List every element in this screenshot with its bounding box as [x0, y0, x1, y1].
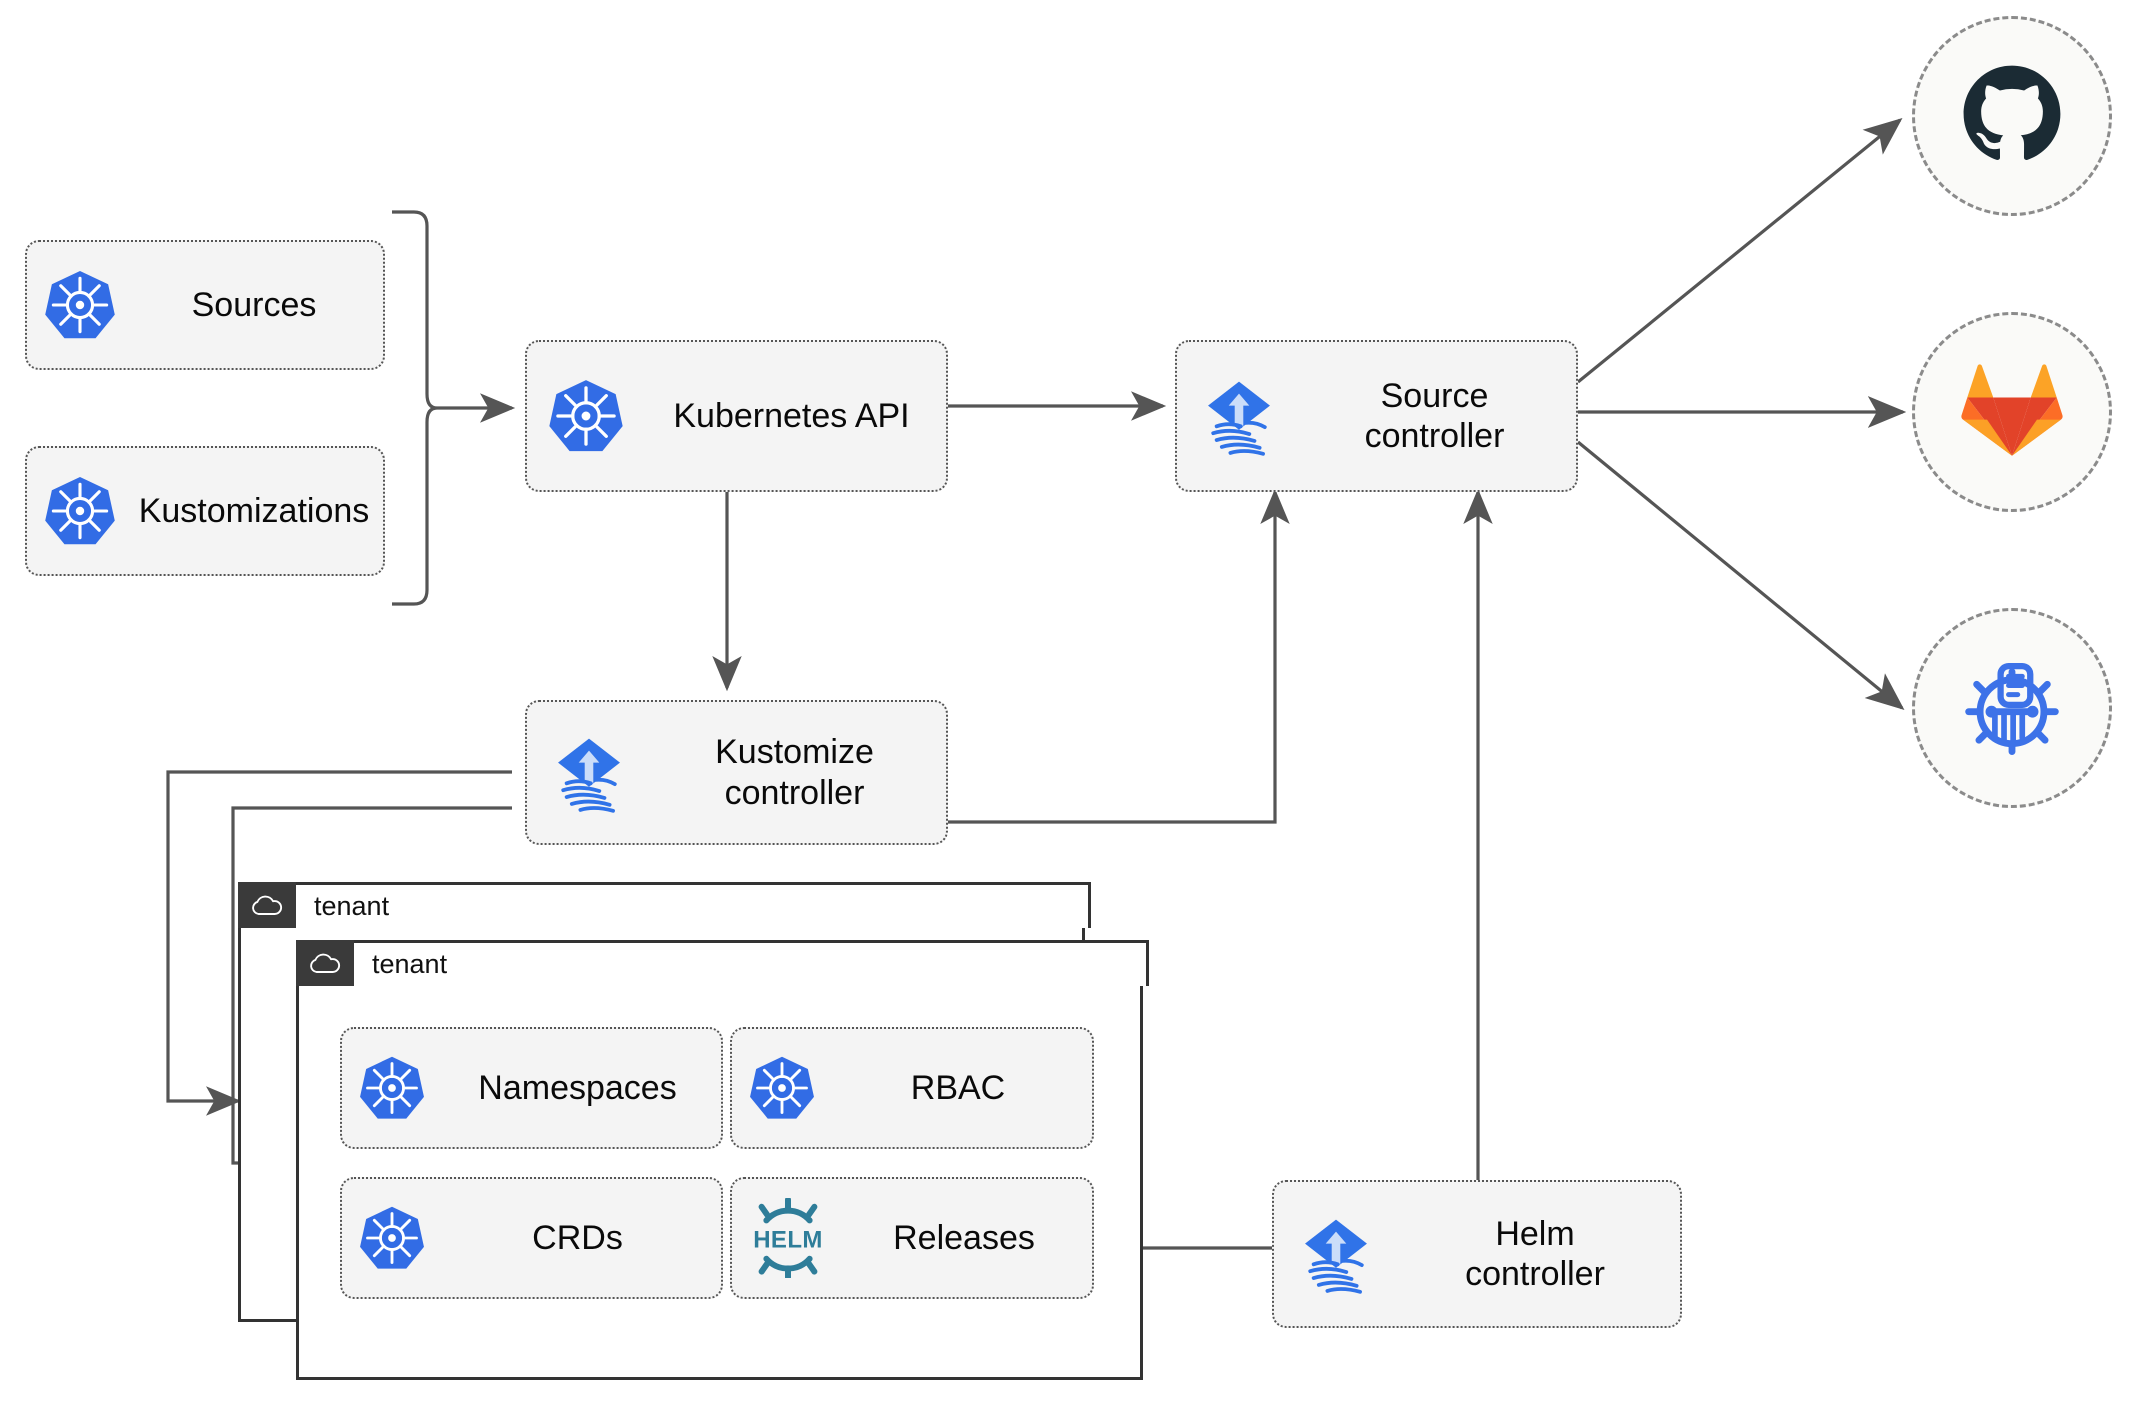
tenant-inner-header [296, 940, 354, 986]
tenant-resource-label: Namespaces [478, 1068, 677, 1107]
tenant-label: tenant [372, 949, 448, 979]
tenant-resource-label: CRDs [532, 1218, 623, 1257]
kubernetes-icon [527, 377, 645, 455]
tenant-resource-crds[interactable]: CRDs [340, 1177, 723, 1299]
node-label: Kustomize controller [715, 733, 874, 812]
tenant-resource-rbac[interactable]: RBAC [730, 1027, 1094, 1149]
kubernetes-icon [342, 1204, 442, 1272]
svg-text:HELM: HELM [753, 1227, 823, 1254]
node-kustomize-controller[interactable]: Kustomize controller [525, 700, 948, 845]
resource-card-kustomizations[interactable]: Kustomizations [25, 446, 385, 576]
node-source-controller[interactable]: Source controller [1175, 340, 1578, 492]
resource-label: Kustomizations [138, 491, 370, 530]
node-label: Source controller [1364, 376, 1505, 455]
provider-gitlab[interactable] [1912, 312, 2112, 512]
kubernetes-icon [342, 1054, 442, 1122]
flux-icon [527, 730, 651, 816]
tenant-resource-releases[interactable]: HELM Releases [730, 1177, 1094, 1299]
cloud-icon [296, 950, 354, 976]
node-label: Helm controller [1465, 1214, 1605, 1293]
node-helm-controller[interactable]: Helm controller [1272, 1180, 1682, 1328]
flux-icon [1177, 373, 1301, 459]
kubernetes-icon [732, 1054, 832, 1122]
kubernetes-icon [27, 474, 133, 548]
cloud-icon [238, 892, 296, 918]
tenant-outer-header [238, 882, 296, 928]
edge-source-to-helm [1576, 440, 1905, 711]
tenant-inner-header-bar: tenant [354, 940, 1149, 986]
edge-kustomize-to-source [948, 488, 1290, 824]
tenant-label: tenant [314, 891, 390, 921]
helm-wordmark-icon: HELM [732, 1198, 844, 1278]
kubernetes-icon [27, 268, 133, 342]
gitlab-icon [1960, 360, 2064, 465]
tenant-resource-label: Releases [893, 1218, 1035, 1257]
provider-helm[interactable] [1912, 608, 2112, 808]
resource-card-sources[interactable]: Sources [25, 240, 385, 370]
flux-icon [1274, 1211, 1398, 1297]
helm-icon [1955, 649, 2069, 768]
node-label: Kubernetes API [673, 396, 910, 435]
tenant-resource-label: RBAC [910, 1068, 1006, 1107]
edge-source-to-github [1576, 117, 1903, 384]
github-icon [1957, 59, 2067, 174]
tenant-outer-header-bar: tenant [296, 882, 1091, 928]
tenant-resource-namespaces[interactable]: Namespaces [340, 1027, 723, 1149]
resource-label: Sources [191, 285, 317, 324]
edge-group-bracket [392, 210, 438, 606]
provider-github[interactable] [1912, 16, 2112, 216]
node-kubernetes-api[interactable]: Kubernetes API [525, 340, 948, 492]
